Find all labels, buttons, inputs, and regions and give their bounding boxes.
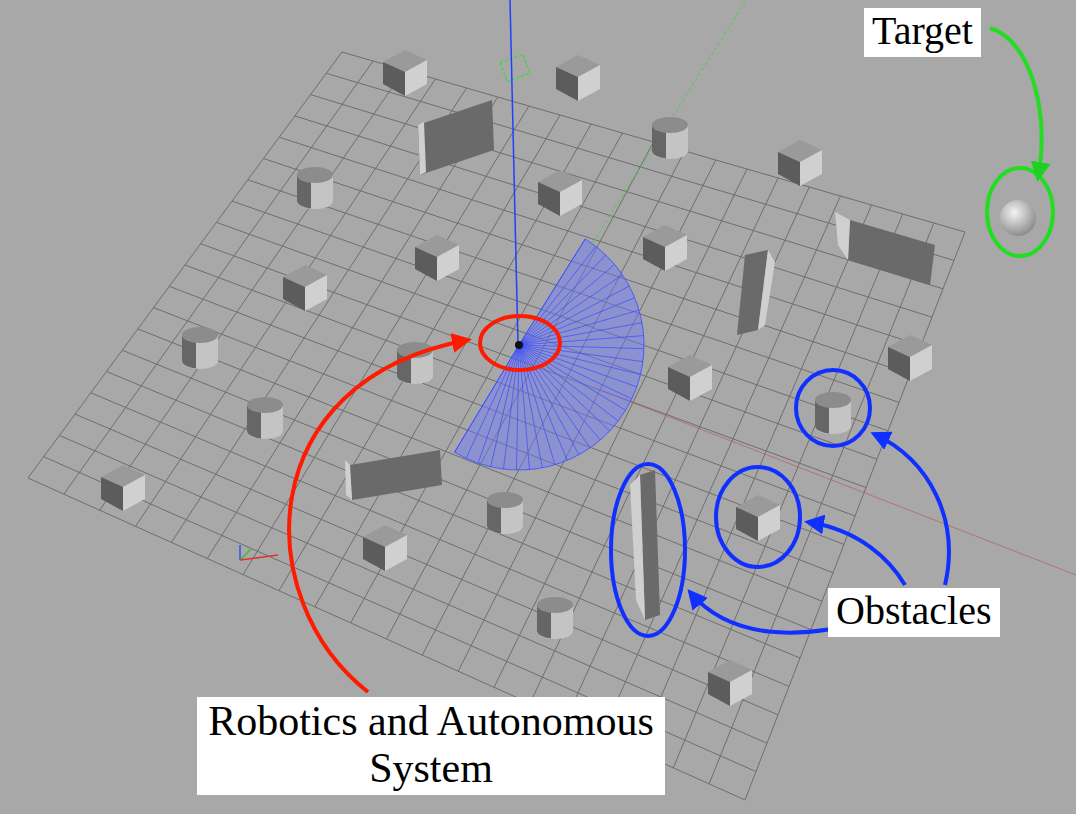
lidar-ray — [519, 345, 542, 468]
grid-line — [745, 232, 965, 800]
label-text: Obstacles — [836, 589, 992, 634]
cylinder-obstacle — [487, 492, 523, 534]
lidar-ray — [519, 345, 632, 399]
target-circle — [987, 168, 1053, 256]
robot-label: Robotics and Autonomous System — [197, 697, 665, 795]
obstacles — [101, 50, 935, 706]
cylinder-obstacle — [537, 597, 573, 639]
lidar-ray — [519, 323, 642, 345]
z-axis — [510, 0, 518, 345]
lidar-ray — [503, 345, 519, 469]
lidar-sector — [455, 239, 644, 470]
lidar-ray — [519, 345, 644, 349]
cylinder-obstacle — [247, 397, 283, 439]
lidar-ray — [519, 286, 629, 345]
leader-arrow — [289, 340, 468, 692]
obstacles-label: Obstacles — [828, 588, 1000, 637]
cube-obstacle — [538, 170, 582, 216]
cube-obstacle — [556, 55, 600, 101]
lidar-ray — [519, 345, 529, 470]
label-text: Robotics and Autonomous System — [205, 698, 657, 792]
marker-square — [500, 54, 529, 81]
obstacle-circle — [796, 370, 870, 446]
cylinder-obstacle — [182, 327, 218, 369]
origin-axes — [240, 545, 278, 560]
cylinder-obstacle — [652, 117, 688, 159]
lidar-ray — [478, 345, 519, 463]
lidar-ray — [519, 345, 600, 440]
lidar-ray — [519, 345, 626, 410]
cube-obstacle — [668, 355, 712, 401]
cube-obstacle — [383, 50, 427, 96]
cube-obstacle — [778, 140, 822, 186]
cube-obstacle — [363, 525, 407, 571]
cube-obstacle — [283, 265, 327, 311]
target-label: Target — [864, 8, 981, 57]
cube-obstacle — [643, 225, 687, 271]
robot — [515, 341, 523, 349]
wall-obstacle — [630, 470, 660, 620]
lidar-ray — [519, 264, 615, 345]
grid-line — [673, 214, 902, 768]
obstacle-circle — [611, 464, 685, 636]
wall-obstacle — [835, 212, 935, 285]
wall-obstacle — [737, 250, 775, 335]
wall-obstacle — [418, 100, 494, 175]
lidar-ray — [519, 345, 590, 448]
robot-circle — [480, 316, 560, 370]
lidar-ray — [519, 345, 618, 421]
cube-obstacle — [888, 335, 932, 381]
obstacle-circle — [716, 467, 800, 567]
lidar-ray — [519, 336, 644, 345]
ground-grid — [28, 52, 965, 800]
lidar-ray — [519, 345, 640, 374]
cube-obstacle — [708, 660, 752, 706]
leader-arrow — [808, 522, 905, 585]
lidar-ray — [519, 310, 639, 345]
leader-arrow — [874, 434, 949, 585]
cube-obstacle — [101, 465, 145, 511]
lidar-ray — [519, 345, 567, 460]
cube-obstacle — [415, 235, 459, 281]
lidar-ray — [519, 275, 622, 345]
cylinder-obstacle — [815, 392, 851, 434]
y-axis — [585, 2, 745, 255]
wall-obstacle — [345, 450, 442, 500]
target-sphere — [1000, 200, 1036, 236]
cylinder-obstacle — [297, 167, 333, 209]
leader-arrow — [990, 28, 1041, 178]
grid-line — [709, 223, 934, 784]
lidar-fan — [455, 239, 644, 470]
lidar-ray — [455, 345, 519, 452]
grid-line — [75, 414, 778, 715]
label-text: Target — [872, 9, 973, 54]
cube-obstacle — [736, 495, 780, 541]
